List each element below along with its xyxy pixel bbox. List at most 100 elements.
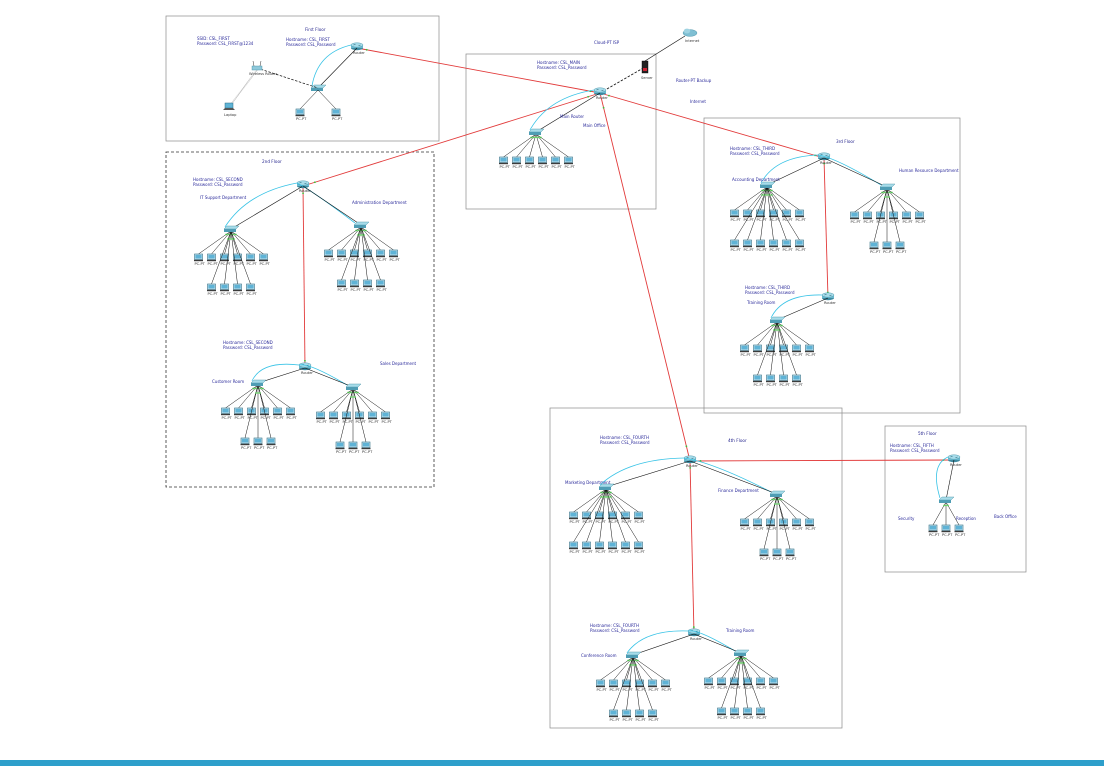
pc: PC-PT xyxy=(730,707,742,720)
pc-link-dot xyxy=(629,664,631,666)
pc: PC-PT xyxy=(348,441,360,454)
pc-link-dot xyxy=(231,238,233,240)
pc-link-dot xyxy=(604,496,606,498)
pc-display xyxy=(377,280,384,285)
pc-keyboard xyxy=(564,162,573,165)
switch-2c-front xyxy=(251,383,263,386)
pc-link-dot xyxy=(781,498,783,501)
pc-display xyxy=(609,512,616,517)
pc-display xyxy=(369,412,376,417)
pc-caption: PC-PT xyxy=(796,248,807,252)
antenna xyxy=(259,60,262,67)
pc-link-dot xyxy=(945,504,947,507)
pc-caption: PC-PT xyxy=(351,258,362,262)
annotation-label: Password: CSL_Password xyxy=(223,345,273,350)
pc-link-dot xyxy=(540,136,542,139)
switch-first-top xyxy=(310,84,327,89)
pc-caption: PC-PT xyxy=(767,383,778,387)
pc-caption: PC-PT xyxy=(565,165,576,169)
pc-link-dot xyxy=(254,387,256,390)
pc-link xyxy=(763,495,778,550)
pc-keyboard xyxy=(342,417,351,420)
pc-caption: PC-PT xyxy=(610,718,621,722)
pc: PC-PT xyxy=(753,344,765,357)
switch-3a-front xyxy=(760,185,772,188)
pc-display xyxy=(864,212,871,217)
pc-display xyxy=(770,240,777,245)
pc-caption: PC-PT xyxy=(896,250,907,254)
pc-display xyxy=(390,250,397,255)
pc-link-dot xyxy=(536,136,538,139)
switch-5-front xyxy=(939,500,951,503)
pc-keyboard xyxy=(595,547,604,550)
pc-link xyxy=(770,321,778,376)
pc-caption: PC-PT xyxy=(770,686,781,690)
uplink-curve xyxy=(760,154,819,184)
pc: PC-PT xyxy=(582,511,594,524)
pc-caption: PC-PT xyxy=(377,288,388,292)
pc: PC-PT xyxy=(954,524,966,537)
pc-display xyxy=(208,254,215,259)
pc-display xyxy=(597,680,604,685)
pc-caption: PC-PT xyxy=(336,450,347,454)
pc-caption: PC-PT xyxy=(793,383,804,387)
router-second-b-caption: Router xyxy=(301,371,313,375)
uplink-curve xyxy=(311,44,352,87)
pc-keyboard xyxy=(273,413,282,416)
pc-link-dot xyxy=(538,136,540,139)
pc: PC-PT xyxy=(634,511,646,524)
pc-display xyxy=(806,519,813,524)
pc: PC-PT xyxy=(730,209,742,222)
switch-4b xyxy=(769,490,786,497)
pc-keyboard xyxy=(622,685,631,688)
backbone-link xyxy=(599,92,691,462)
pc: PC-PT xyxy=(259,253,271,266)
annotation-label: Hostname: CSL_FOURTH xyxy=(600,435,649,440)
pc-keyboard xyxy=(595,517,604,520)
pc-caption: PC-PT xyxy=(770,218,781,222)
pc: PC-PT xyxy=(889,211,901,224)
pc-keyboard xyxy=(337,255,346,258)
pc-link-dot xyxy=(737,662,739,664)
pc: PC-PT xyxy=(233,283,245,296)
pc-caption: PC-PT xyxy=(247,292,258,296)
pc-caption: PC-PT xyxy=(741,527,752,531)
pc: PC-PT xyxy=(704,677,716,690)
pc-caption: PC-PT xyxy=(731,218,742,222)
pc-keyboard xyxy=(766,524,775,527)
pc-keyboard xyxy=(805,524,814,527)
pc-keyboard xyxy=(259,259,268,262)
pc-keyboard xyxy=(233,289,242,292)
pc-caption: PC-PT xyxy=(955,533,966,537)
pc-keyboard xyxy=(743,245,752,248)
pc-keyboard xyxy=(363,285,372,288)
pc-keyboard xyxy=(648,685,657,688)
pc-display xyxy=(635,512,642,517)
pc-keyboard xyxy=(785,554,795,557)
annotation-label: Finance Department xyxy=(718,488,759,493)
pc-link-dot xyxy=(637,659,639,662)
pc: PC-PT xyxy=(769,209,781,222)
pc: PC-PT xyxy=(220,253,232,266)
pc-link xyxy=(257,384,272,439)
pc-caption: PC-PT xyxy=(744,686,755,690)
pc-display xyxy=(731,210,738,215)
router-third-a: Router xyxy=(817,152,832,165)
pc: PC-PT xyxy=(363,279,375,292)
pc: PC-PT xyxy=(717,677,729,690)
pc-link-dot xyxy=(743,657,745,660)
pc-keyboard xyxy=(779,380,788,383)
pc: PC-PT xyxy=(622,679,634,692)
switch-main xyxy=(528,128,545,135)
pc-caption: PC-PT xyxy=(330,420,341,424)
switch-first-group xyxy=(310,44,358,91)
pc: PC-PT xyxy=(769,677,781,690)
backbone-link xyxy=(302,92,601,187)
pc: PC-PT xyxy=(221,407,233,420)
pc-keyboard xyxy=(621,517,630,520)
switch-4d xyxy=(733,649,750,656)
pc: PC-PT xyxy=(324,249,336,262)
pc-link-dot xyxy=(235,233,237,236)
annotation-label: Main Router xyxy=(560,114,584,119)
